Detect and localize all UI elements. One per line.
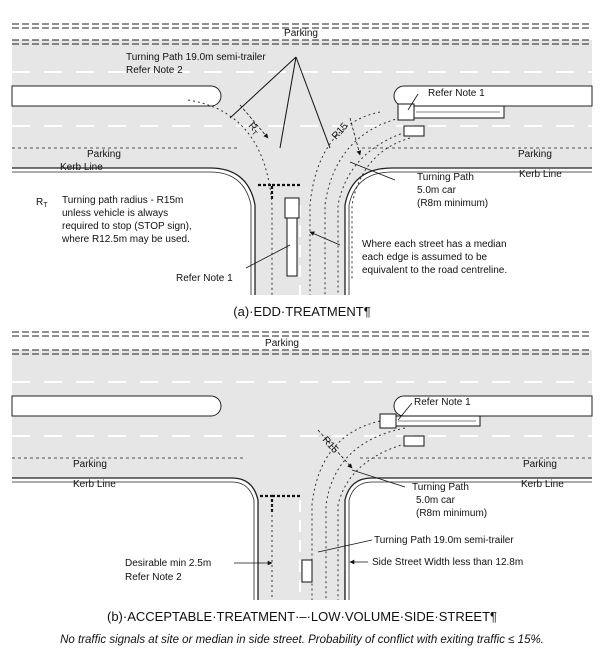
- kerb-line-label-left-b: Kerb Line: [73, 479, 116, 490]
- car-label-line-3-b: (R8m minimum): [416, 508, 487, 519]
- radius-rt-label-a: RT: [245, 121, 262, 138]
- parking-label-left-a: Parking: [87, 149, 121, 160]
- median-island-right-a: [393, 85, 593, 107]
- legend-line-1-a: Turning path radius - R15m: [62, 195, 183, 206]
- panel-b: Parking Refer Note 1 R15 Parking Kerb Li…: [11, 331, 593, 624]
- kerb-line-label-left-a: Kerb Line: [60, 162, 103, 173]
- parking-label-right-b: Parking: [523, 459, 557, 470]
- parking-label-top-b: Parking: [265, 338, 299, 349]
- median-island-left-a: [11, 85, 222, 107]
- desirable-label-b: Desirable min 2.5m: [125, 558, 211, 569]
- semi-trailer-label-a: Turning Path 19.0m semi-trailer: [126, 52, 266, 63]
- semi-trailer-vehicle-b: [379, 413, 481, 447]
- kerb-line-label-right-b: Kerb Line: [521, 479, 564, 490]
- side-street-vehicle-a: [284, 197, 300, 277]
- panel-a: Parking Turning Path 19.0m semi-trailer …: [11, 23, 593, 319]
- refer-note-2-a: Refer Note 2: [126, 65, 183, 76]
- kerb-line-label-right-a: Kerb Line: [519, 169, 562, 180]
- parking-label-top-a: Parking: [284, 28, 318, 39]
- footnote: No traffic signals at site or median in …: [60, 634, 544, 646]
- parking-label-left-b: Parking: [73, 459, 107, 470]
- side-street-vehicle-b: [301, 559, 313, 583]
- car-label-line-1-b: Turning Path: [412, 482, 469, 493]
- car-label-line-2-a: 5.0m car: [417, 185, 457, 196]
- median-note-line-2-a: each edge is assumed to be: [362, 252, 488, 263]
- median-note-line-1-a: Where each street has a median: [362, 239, 507, 250]
- legend-symbol-a: RT: [36, 197, 48, 209]
- car-label-line-3-a: (R8m minimum): [417, 198, 488, 209]
- car-label-line-2-b: 5.0m car: [416, 495, 456, 506]
- parking-label-right-a: Parking: [518, 149, 552, 160]
- median-note-line-3-a: equivalent to the road centreline.: [362, 265, 507, 276]
- car-label-line-1-a: Turning Path: [417, 172, 474, 183]
- refer-note-1-bottom-a: Refer Note 1: [176, 273, 233, 284]
- refer-note-1-top-a: Refer Note 1: [428, 88, 485, 99]
- caption-b: (b)·ACCEPTABLE·TREATMENT·–·LOW·VOLUME·SI…: [107, 609, 497, 624]
- side-street-width-label-b: Side Street Width less than 12.8m: [372, 557, 523, 568]
- semi-trailer-label-b: Turning Path 19.0m semi-trailer: [374, 535, 514, 546]
- legend-line-3-a: required to stop (STOP sign),: [62, 221, 192, 232]
- caption-a: (a)·EDD·TREATMENT¶: [233, 304, 370, 319]
- legend-line-2-a: unless vehicle is always: [62, 208, 168, 219]
- semi-trailer-vehicle-a: [397, 103, 505, 137]
- median-island-left-b: [11, 395, 222, 417]
- refer-note-2-b: Refer Note 2: [125, 572, 182, 583]
- refer-note-1-b: Refer Note 1: [414, 397, 471, 408]
- legend-line-4-a: where R12.5m may be used.: [61, 234, 190, 245]
